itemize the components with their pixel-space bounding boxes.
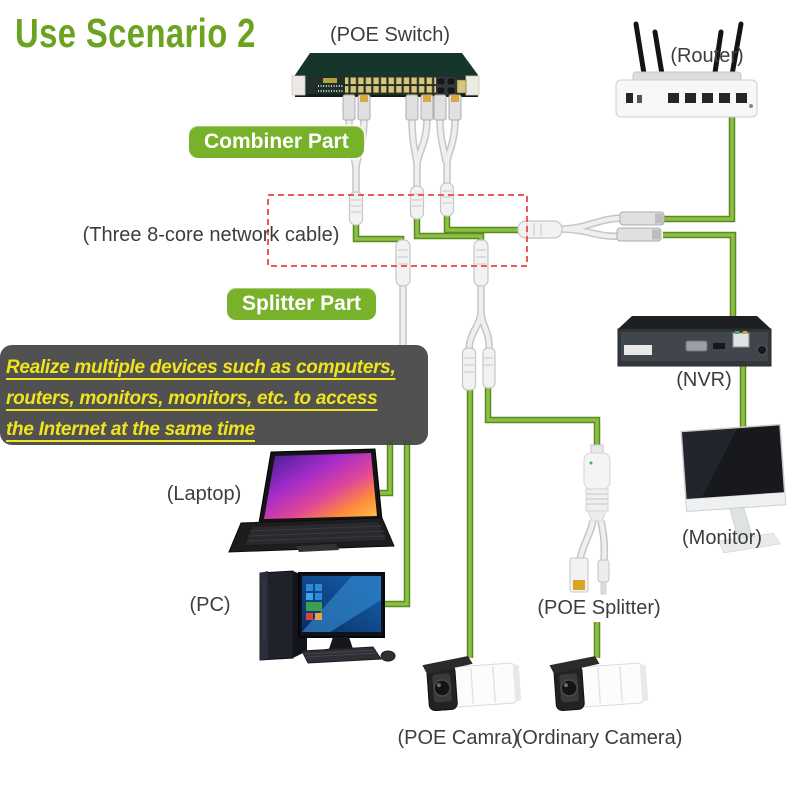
- laptop-image: [228, 448, 395, 553]
- monitor-image: [680, 423, 787, 554]
- dashed-highlight-box: [267, 194, 528, 267]
- router-image: [615, 21, 758, 118]
- label-network-cable: (Three 8-core network cable): [82, 224, 340, 246]
- note-line: Realize multiple devices such as compute…: [6, 357, 396, 378]
- label-poe-camera: (POE Camra): [397, 727, 519, 749]
- poe-switch-image: [291, 53, 480, 97]
- page-title: Use Scenario 2: [15, 10, 256, 56]
- ordinary-camera-image: [548, 651, 650, 712]
- label-poe-switch: (POE Switch): [329, 24, 451, 46]
- label-monitor: (Monitor): [681, 527, 763, 549]
- splitter-part-badge: Splitter Part: [227, 288, 377, 320]
- splitter-cables-image: [395, 239, 496, 391]
- note-line: the Internet at the same time: [6, 419, 255, 440]
- note-line: routers, monitors, monitors, etc. to acc…: [6, 388, 378, 409]
- label-ordinary-camera: (Ordinary Camera): [515, 727, 683, 749]
- label-nvr: (NVR): [676, 369, 732, 391]
- combiner-part-badge: Combiner Part: [189, 126, 364, 158]
- label-laptop: (Laptop): [166, 483, 242, 505]
- label-poe-splitter: (POE Splitter): [537, 597, 661, 619]
- network-cables-green: [352, 114, 747, 658]
- label-pc: (PC): [189, 594, 231, 616]
- note-box: Realize multiple devices such as compute…: [0, 345, 428, 445]
- combiner-cables-image: [342, 94, 462, 226]
- poe-camera-image: [421, 651, 523, 712]
- pc-image: [259, 570, 396, 664]
- router-combiner-cable-image: [517, 211, 665, 242]
- poe-splitter-image: [569, 444, 611, 595]
- nvr-image: [617, 316, 772, 367]
- label-router: (Router): [670, 45, 744, 67]
